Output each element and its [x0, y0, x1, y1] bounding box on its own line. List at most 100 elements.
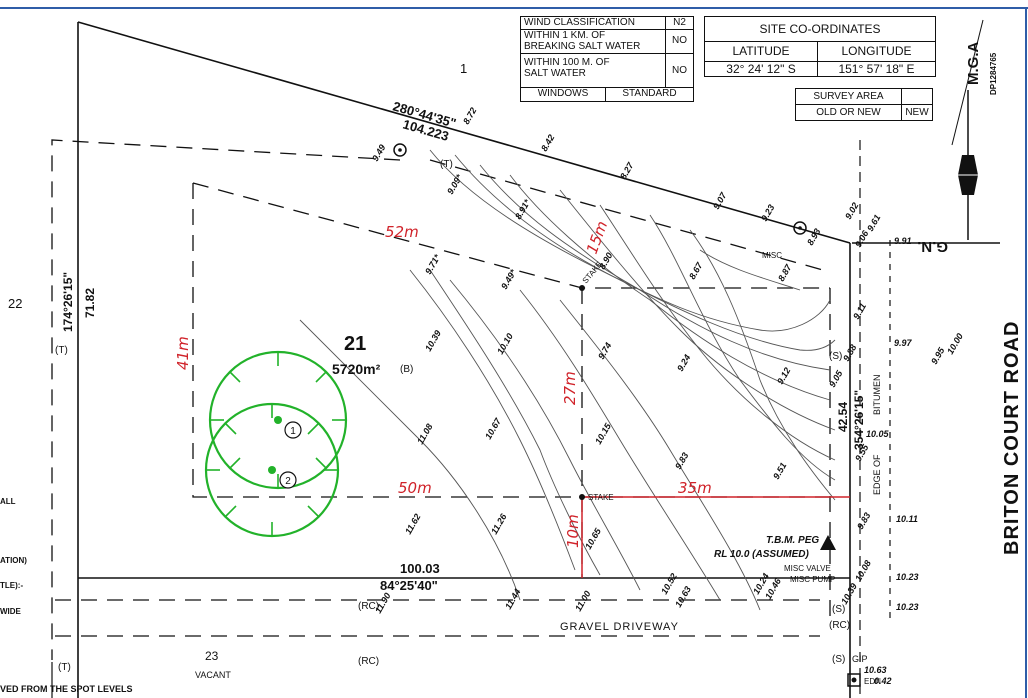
spot-level: 9.51: [771, 461, 788, 481]
rc-marker-3: (RC): [829, 620, 850, 631]
north-arrow: [951, 19, 984, 240]
tree-trunk-1: [274, 416, 282, 424]
dim-50m: 50m: [398, 479, 432, 497]
lot-21-area: 5720m²: [332, 361, 381, 377]
left-note-3: TLE):-: [0, 581, 23, 590]
spot-level: 9.83: [855, 511, 872, 531]
left-note-1: ALL: [0, 497, 16, 506]
grid-north-label: G.N.: [917, 238, 948, 255]
spot-level: 10.23: [896, 602, 919, 612]
spot-level: 9.11: [851, 301, 868, 321]
dim-35m: 35m: [678, 479, 712, 497]
spot-level: 10.08: [853, 558, 873, 583]
stake-label-2: STAKE: [588, 493, 614, 502]
spot-level: 8.42: [539, 133, 556, 153]
tree-number-2: 2: [285, 476, 291, 487]
title-marker-t2: (T): [55, 345, 68, 356]
misc-pump-label: MISC PUMP: [790, 575, 835, 584]
spot-level: 8.87: [776, 262, 794, 283]
east-bearing: 354°26'15": [852, 390, 866, 450]
south-bearing: 84°25'40": [380, 578, 438, 593]
tree-canopy-2: [204, 402, 340, 538]
left-note-2: ATION): [0, 556, 27, 565]
lot-22-label: 22: [8, 296, 22, 311]
spot-level: 10.05: [866, 429, 890, 439]
spot-level: 8.93: [805, 227, 822, 247]
spot-level: 10.52: [659, 571, 679, 596]
south-distance: 100.03: [400, 561, 440, 576]
s-marker-1: (S): [829, 351, 842, 362]
lot-1-label: 1: [460, 61, 467, 76]
stake-marker-2: [579, 494, 585, 500]
misc-valve-label: MISC VALVE: [784, 564, 831, 573]
gip-dot: [851, 677, 857, 683]
spot-level: 9.97: [894, 338, 913, 348]
spot-level: 9.24: [675, 353, 692, 373]
north-boundary: [77, 21, 851, 244]
bitumen-label: BITUMEN: [872, 375, 882, 416]
dp-reference: DP1284765: [989, 52, 998, 95]
edge-of-label: EDGE OF: [872, 454, 882, 495]
spot-level: 9.06: [853, 228, 871, 249]
survey-mark-east: [793, 221, 807, 235]
east-distance: 42.54: [836, 402, 850, 432]
longitude-value: 151° 57' 18" E: [817, 61, 936, 77]
windows-value: STANDARD: [605, 87, 694, 102]
spot-level: 9.74: [596, 341, 613, 361]
rc-marker-2: (RC): [358, 656, 379, 667]
west-setback-line: [51, 139, 401, 660]
west-distance: 71.82: [83, 288, 97, 318]
spot-level: 10.00: [945, 331, 965, 356]
dim-10m: 10m: [564, 514, 582, 548]
tree-number-2-circle: [279, 471, 297, 489]
dim-27m: 27m: [561, 371, 579, 405]
survey-area-table: SURVEY AREA OLD OR NEW NEW: [795, 88, 933, 121]
tbm-peg-triangle: [820, 535, 836, 550]
tree-canopy-1: [208, 350, 348, 490]
spot-level: 11.62: [403, 512, 423, 536]
edn-label: EDN: [864, 677, 881, 686]
spot-level: 10.63: [864, 665, 887, 675]
misc-label: MISC: [762, 251, 782, 260]
gip-box: [847, 673, 861, 687]
spot-level: 10.39: [839, 581, 859, 606]
spot-level: 9.61: [865, 213, 882, 233]
gip-label: GIP: [852, 654, 868, 664]
spot-level: 9.83: [673, 451, 690, 471]
site-coordinates-table: SITE CO-ORDINATES LATITUDE LONGITUDE 32°…: [704, 16, 936, 77]
spot-level: 8.91*: [513, 197, 532, 221]
tree-number-1: 1: [290, 426, 296, 437]
footer-note: VED FROM THE SPOT LEVELS: [0, 684, 133, 694]
spot-level: 9.88: [841, 343, 858, 363]
tbm-peg-label: T.B.M. PEG: [766, 535, 819, 546]
title-marker-t3: (T): [58, 662, 71, 673]
s-marker-3: (S): [832, 654, 845, 665]
spot-level: 9.91: [894, 236, 912, 246]
survey-mark-north: [393, 143, 407, 157]
spot-level: 10.65: [583, 526, 603, 551]
gravel-driveway-label: GRAVEL DRIVEWAY: [560, 621, 679, 633]
west-bearing: 174°26'15": [61, 272, 75, 332]
lot-23-note: VACANT: [195, 670, 231, 680]
spot-level: 10.39: [423, 328, 443, 353]
spot-level: 9.09*: [445, 172, 464, 196]
spot-level: 11.00: [573, 589, 593, 613]
dim-41m: 41m: [174, 336, 192, 370]
dim-52m: 52m: [385, 223, 419, 241]
contour-lines: [299, 149, 836, 611]
s-marker-2: (S): [832, 604, 845, 615]
tree-number-1-circle: [284, 421, 302, 439]
spot-level: 11.08: [415, 422, 435, 446]
rc-marker-1: (RC): [358, 601, 379, 612]
lot-21-b: (B): [400, 364, 413, 375]
spot-level: 9.23: [759, 203, 776, 223]
road-name: BRITON COURT ROAD: [1001, 321, 1023, 555]
spot-level: 8.27: [618, 160, 636, 181]
spot-level: 10.67: [483, 416, 503, 441]
left-note-4: WIDE: [0, 607, 22, 616]
mga-label: M.G.A: [965, 42, 982, 85]
spot-level: 9.49: [370, 143, 387, 163]
tbm-rl-label: RL 10.0 (ASSUMED): [714, 549, 810, 560]
